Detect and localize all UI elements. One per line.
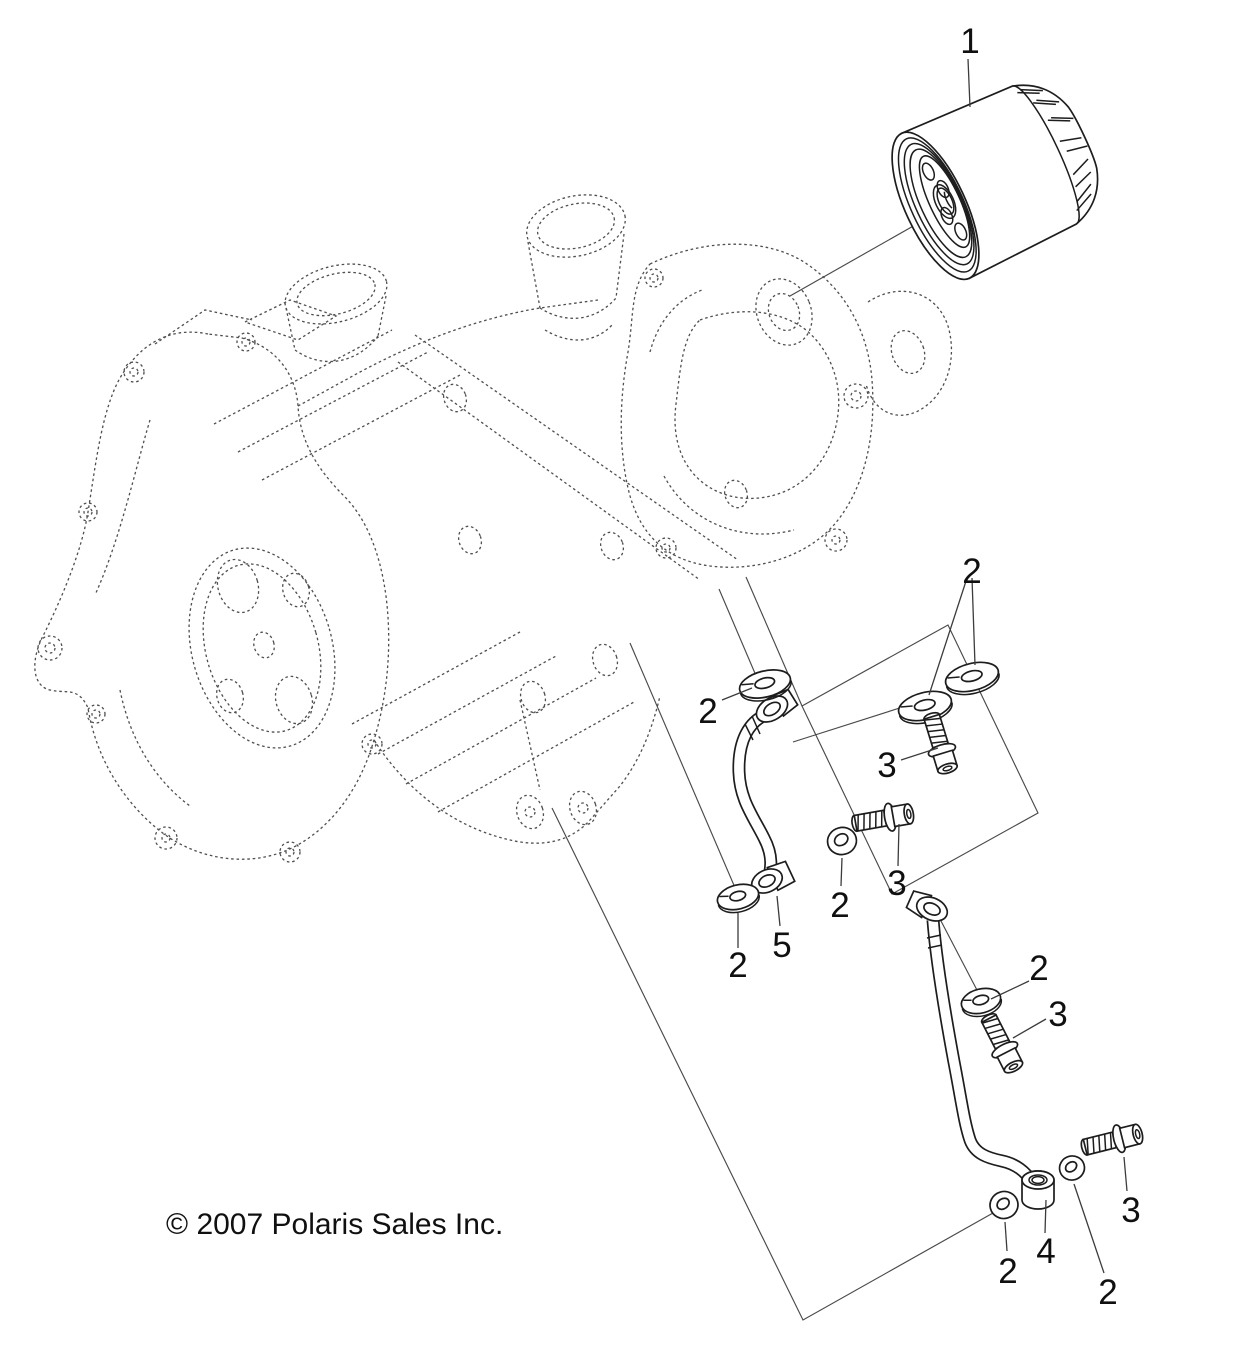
callout-4-oil-line: 4 — [1036, 1232, 1055, 1271]
washer-ring-mid — [826, 826, 858, 856]
intake-spout-left — [284, 263, 388, 363]
engine-assembly-ghost — [34, 194, 953, 863]
grouping-box — [801, 624, 1039, 895]
bolt-ears — [37, 332, 383, 863]
washer-ring-bottom-left — [989, 1190, 1019, 1220]
callout-2-washer-line4: 2 — [1029, 949, 1048, 988]
cylinder-fins — [213, 329, 635, 813]
oil-line-upper — [732, 688, 799, 894]
callout-3-bolt-upper: 3 — [877, 746, 896, 785]
locator-line-b — [551, 807, 994, 1321]
callout-2-washer-line5: 2 — [728, 946, 747, 985]
callout-2-washer-left: 2 — [698, 692, 717, 731]
callout-2-washer-mid: 2 — [830, 886, 849, 925]
flange-bolt-mid — [851, 802, 915, 833]
copyright-notice: © 2007 Polaris Sales Inc. — [166, 1208, 503, 1241]
callout-2-washer-pair: 2 — [962, 552, 981, 591]
oil-line-lower — [905, 890, 1055, 1210]
filter-mount-boss — [755, 278, 813, 346]
flange-bolt-bottom — [1080, 1123, 1144, 1156]
callout-5-oil-line: 5 — [772, 926, 791, 965]
locator-line-washer — [718, 588, 758, 679]
washer-upper-left — [738, 669, 792, 702]
callout-3-bolt-lower: 3 — [1048, 995, 1067, 1034]
filter-face — [891, 131, 980, 281]
locator-lines — [551, 211, 1039, 1321]
locator-line-a — [629, 642, 737, 891]
callout-1-filter: 1 — [960, 22, 979, 61]
callout-2-washer-right: 2 — [1098, 1273, 1117, 1312]
banjo-fitting-lower-top — [905, 890, 949, 922]
oil-filter — [891, 84, 1099, 281]
washer-lower-line — [960, 987, 1003, 1018]
washer-box-right — [944, 661, 1000, 696]
washer-mid-left — [716, 883, 761, 914]
leader-lines — [721, 58, 1128, 1274]
flange-bolt-upper — [923, 711, 959, 775]
locator-line-fitting-lower — [940, 920, 979, 993]
lower-bosses — [442, 383, 749, 830]
banjo-fitting-upper-bottom — [750, 860, 796, 894]
banjo-fitting-upper-top — [755, 688, 799, 723]
crankcase-cover-outline — [34, 331, 390, 860]
callout-3-bolt-mid: 3 — [887, 864, 906, 903]
callout-3-bolt-bottom: 3 — [1121, 1191, 1140, 1230]
locator-line-fitting-upper — [792, 705, 907, 743]
intake-spout-center — [526, 194, 626, 341]
banjo-fitting-lower-bottom — [1021, 1170, 1055, 1210]
locator-line-box — [745, 576, 803, 707]
washer-ring-bottom-right — [1058, 1155, 1086, 1181]
callout-2-washer-bottom: 2 — [998, 1252, 1017, 1291]
crankcase-opening — [188, 547, 336, 749]
callouts: 1 2 2 3 3 2 2 5 2 3 2 4 2 3 — [698, 22, 1140, 1312]
head-cover — [620, 243, 874, 568]
flange-bolt-lower — [980, 1012, 1024, 1074]
